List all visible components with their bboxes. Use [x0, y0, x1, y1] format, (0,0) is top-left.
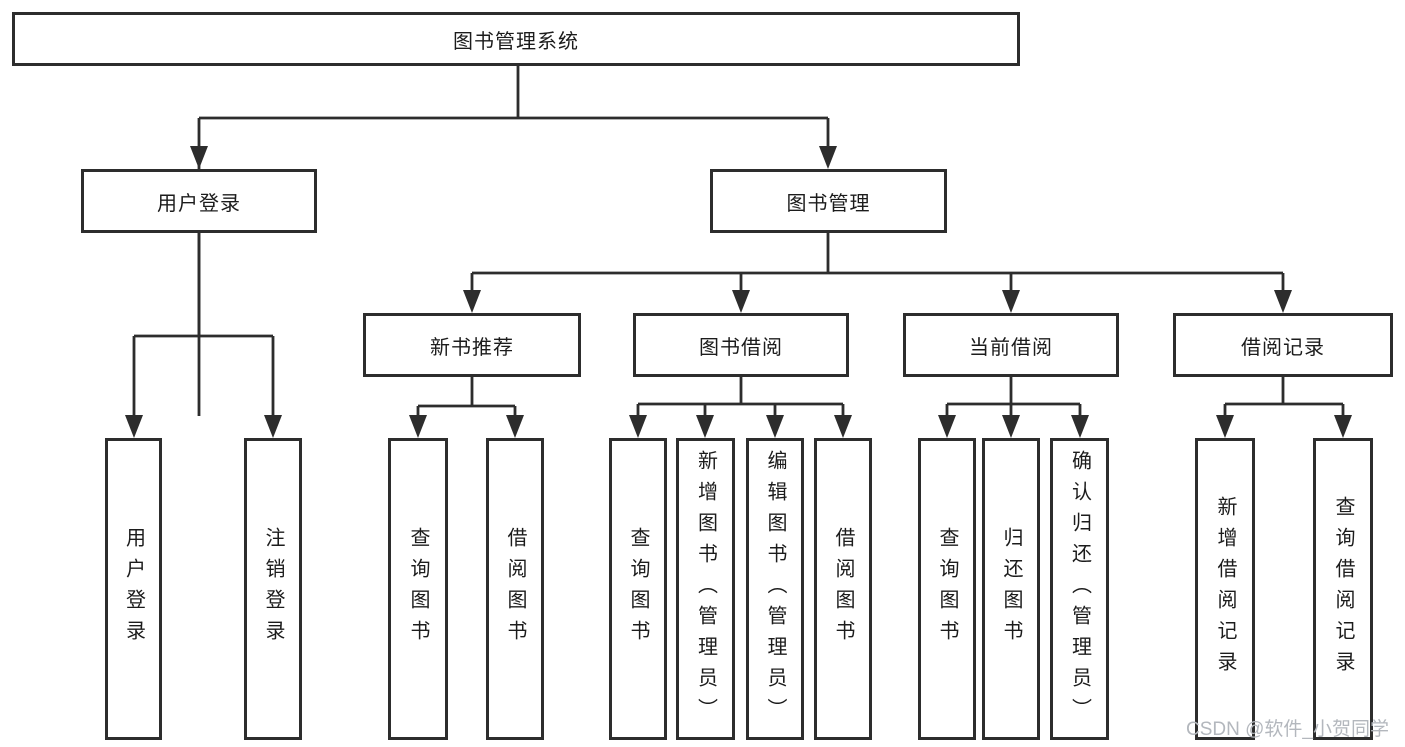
node-borrow-records: 借阅记录 [1173, 313, 1393, 377]
leaf-query-borrow-record: 查询借阅记录 [1313, 438, 1373, 740]
node-label: 图书管理系统 [453, 30, 579, 53]
leaf-label: 查询借阅记录 [1332, 496, 1354, 682]
leaf-label: 查询图书 [936, 527, 958, 651]
leaf-borrow-books-newbooks: 借阅图书 [486, 438, 544, 740]
leaf-label: 注销登录 [262, 527, 284, 651]
node-new-book-recommend: 新书推荐 [363, 313, 581, 377]
node-label: 新书推荐 [430, 336, 514, 359]
leaf-logout: 注销登录 [244, 438, 302, 740]
node-label: 图书借阅 [699, 336, 783, 359]
connector-borrowing-branch [636, 377, 845, 417]
connector-current-branch [945, 377, 1082, 417]
leaf-query-books-borrowing: 查询图书 [609, 438, 667, 740]
node-user-login: 用户登录 [81, 169, 317, 233]
leaf-label: 借阅图书 [504, 527, 526, 651]
node-label: 图书管理 [786, 192, 871, 215]
leaf-label: 新增图书（管理员） [694, 449, 717, 729]
node-current-borrowing: 当前借阅 [903, 313, 1119, 377]
connector-book-mgmt-branch [470, 233, 1285, 292]
node-label: 当前借阅 [969, 336, 1053, 359]
leaf-label: 用户登录 [122, 527, 145, 651]
leaf-add-borrow-record: 新增借阅记录 [1195, 438, 1255, 740]
leaf-label: 编辑图书（管理员） [764, 449, 786, 729]
leaf-user-login: 用户登录 [105, 438, 162, 740]
leaf-label: 新增借阅记录 [1214, 496, 1236, 682]
leaf-label: 确认归还（管理员） [1068, 449, 1091, 729]
connector-new-books-branch [416, 377, 517, 417]
leaf-borrow-books-borrowing: 借阅图书 [814, 438, 872, 740]
node-label: 借阅记录 [1241, 336, 1325, 359]
connector-user-login-branch [132, 233, 275, 417]
leaf-edit-books-admin: 编辑图书（管理员） [746, 438, 804, 740]
node-label: 用户登录 [157, 192, 241, 215]
node-root-system: 图书管理系统 [12, 12, 1020, 66]
leaf-add-books-admin: 新增图书（管理员） [676, 438, 735, 740]
leaf-return-books: 归还图书 [982, 438, 1040, 740]
leaf-query-books-current: 查询图书 [918, 438, 976, 740]
node-book-management: 图书管理 [710, 169, 947, 233]
leaf-label: 归还图书 [1000, 527, 1022, 651]
csdn-watermark: CSDN @软件_小贺同学 [1186, 719, 1389, 740]
node-book-borrowing: 图书借阅 [633, 313, 849, 377]
leaf-query-books-newbooks: 查询图书 [388, 438, 448, 740]
leaf-label: 借阅图书 [832, 527, 854, 651]
connector-records-branch [1223, 377, 1345, 417]
leaf-confirm-return-admin: 确认归还（管理员） [1050, 438, 1109, 740]
leaf-label: 查询图书 [407, 527, 429, 651]
leaf-label: 查询图书 [627, 527, 649, 651]
